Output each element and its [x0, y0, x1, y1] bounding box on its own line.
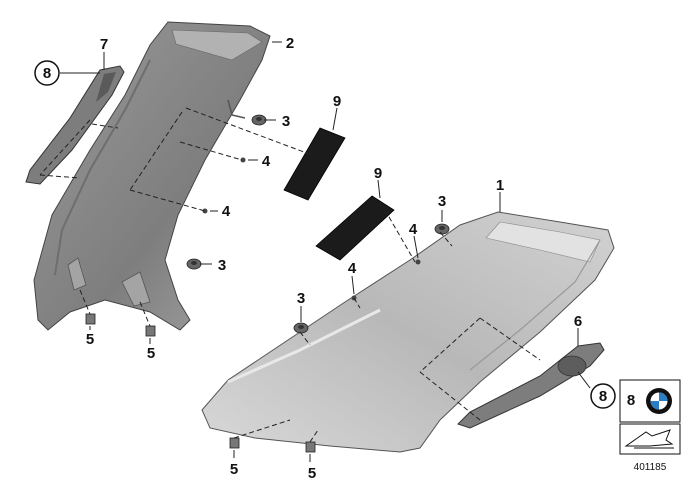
legend-box: 8 [619, 379, 681, 423]
callout-3-d: 3 [297, 290, 305, 307]
callout-5-c: 5 [230, 461, 238, 478]
callout-5-b: 5 [147, 345, 155, 362]
screw-part-4-c [415, 259, 421, 265]
grommet-part-3-c [434, 223, 450, 235]
inner-panel-part-2 [33, 21, 271, 331]
catalog-number: 401185 [634, 462, 667, 473]
callout-5-d: 5 [308, 465, 316, 482]
pad-part-9-lower [315, 195, 395, 261]
clip-part-5-b [145, 325, 156, 337]
callout-8-a: 8 [43, 65, 51, 82]
bmw-roundel-icon [646, 388, 672, 414]
callout-4-c: 4 [409, 221, 418, 238]
watermark: www.BMWstore.pl [271, 2, 586, 223]
callout-3-a: 3 [282, 113, 290, 130]
clip-part-5-a [85, 313, 96, 325]
callout-3-b: 3 [218, 257, 226, 274]
grommet-part-3-b [186, 258, 202, 270]
grommet-part-3-a [251, 114, 267, 126]
callout-4-b: 4 [222, 203, 231, 220]
legend-number: 8 [627, 392, 635, 409]
clip-part-5-d [305, 441, 316, 453]
assembly-lines [39, 107, 541, 443]
pad-part-9-upper [283, 127, 346, 201]
callout-3-c: 3 [438, 193, 446, 210]
trim-strip-part-6 [457, 342, 605, 429]
leader-lines [60, 41, 591, 462]
callout-9-b: 9 [374, 165, 382, 182]
circled-callout-8-a: 8 [34, 60, 60, 86]
callout-7: 7 [100, 36, 108, 53]
grommet-part-3-d [293, 322, 309, 334]
callout-9-a: 9 [333, 93, 341, 110]
callout-1: 1 [496, 177, 504, 194]
callout-4-a: 4 [262, 153, 271, 170]
clip-part-5-c [229, 437, 240, 449]
outer-panel-part-1 [201, 211, 615, 453]
arrow-legend-box [619, 423, 681, 455]
callout-6: 6 [574, 313, 582, 330]
callout-2: 2 [286, 35, 294, 52]
circled-callout-8-b: 8 [590, 383, 616, 409]
screw-part-4-a [240, 157, 246, 163]
trim-strip-part-7 [25, 65, 125, 185]
screw-part-4-b [202, 208, 208, 214]
callout-8-b: 8 [599, 388, 607, 405]
callout-5-a: 5 [86, 331, 94, 348]
arrow-icon [624, 429, 674, 449]
callout-4-d: 4 [348, 260, 357, 277]
